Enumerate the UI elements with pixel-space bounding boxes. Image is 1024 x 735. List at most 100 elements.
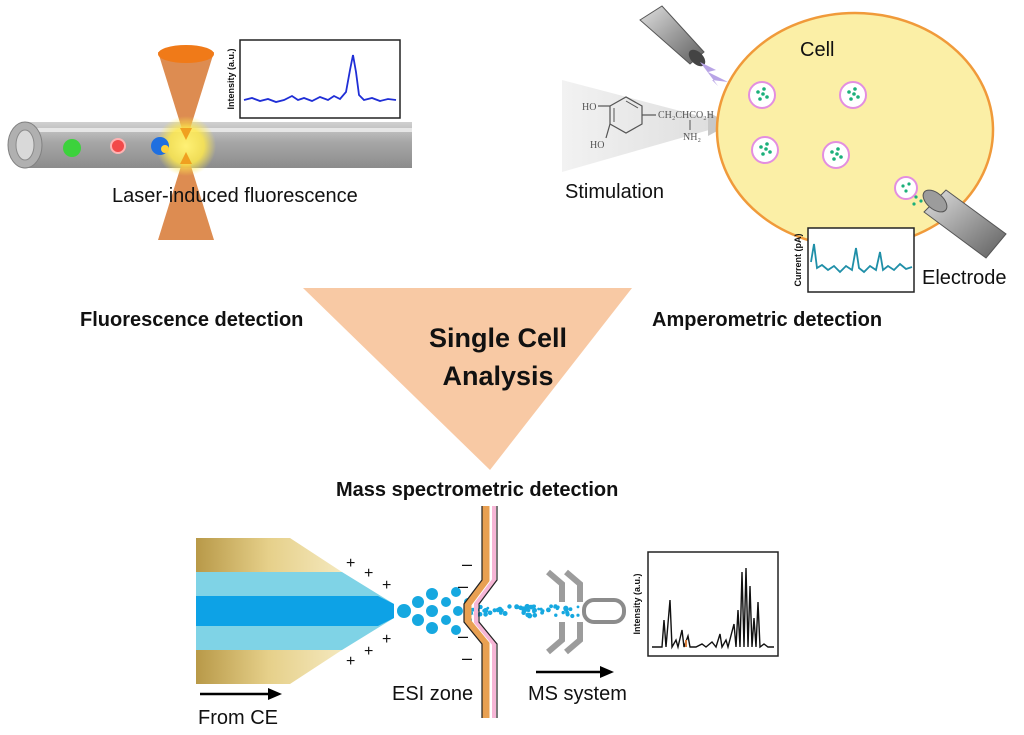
laser-focus-marker-2 [180, 152, 192, 164]
negative-charges: – – – – [458, 554, 472, 668]
amp-trace [810, 243, 913, 274]
molecule-ho-top: HO [582, 102, 596, 113]
spray-particle [479, 605, 483, 610]
minus-sign: – [462, 554, 472, 574]
ion-optic-upper [546, 569, 565, 602]
esi-plate-line-right [478, 506, 498, 718]
lif-plot-ylabel: Intensity (a.u.) [226, 48, 236, 109]
lif-plot-frame [239, 39, 401, 119]
plus-sign: + [364, 643, 373, 660]
center-title-line2: Analysis [442, 361, 553, 391]
spray-particle [531, 604, 536, 609]
spray-particle [514, 604, 520, 610]
mass-spec-panel: Mass spectrometric detection + + + + + + [196, 479, 779, 729]
dopa-molecule: HO HO CH₂CHCO₂H NH₂ [582, 96, 714, 151]
vesicle-exocytosis [894, 176, 918, 200]
stimulating-pipette [639, 5, 705, 65]
spray-particle [525, 612, 530, 618]
ms-system-label: MS system [528, 683, 627, 705]
molecule-ho-bottom: HO [590, 140, 604, 151]
stimulation-label: Stimulation [565, 181, 664, 203]
molecule-chain: CH₂CHCO₂H [658, 110, 714, 121]
spray-particle [568, 607, 573, 612]
spray-particle [561, 610, 565, 615]
spray-particle [487, 610, 493, 616]
lif-trace [243, 54, 397, 103]
amperometric-heading: Amperometric detection [652, 309, 882, 331]
spray-particles [468, 603, 602, 620]
spray-particle [482, 608, 487, 613]
lif-caption: Laser-induced fluorescence [112, 185, 358, 207]
spray-particle [554, 613, 558, 617]
capillary-tube-top-stripe [25, 128, 412, 132]
spray-particle [532, 607, 537, 613]
spray-particle [546, 607, 551, 613]
mass-spec-heading: Mass spectrometric detection [336, 479, 618, 501]
blue-cell-highlight [161, 145, 169, 153]
amp-plot-ylabel: Current (pA) [793, 234, 803, 287]
nozzle-gold-top [196, 538, 342, 572]
minus-sign: – [458, 576, 468, 596]
plus-sign: + [346, 653, 355, 670]
amp-plot-frame [807, 227, 915, 293]
nozzle-core-blue [196, 596, 394, 626]
ms-inlet-tube [582, 598, 626, 624]
esi-zone-label: ESI zone [392, 683, 473, 705]
spray-particle [486, 606, 490, 610]
from-ce-arrowhead [268, 688, 282, 700]
green-cell [63, 139, 81, 157]
laser-beam-top [158, 52, 214, 142]
nozzle-gold-bottom [196, 650, 342, 684]
spray-particle [497, 606, 503, 612]
minus-sign: – [462, 648, 472, 668]
laser-beam-top-cap [158, 45, 214, 63]
plus-sign: + [364, 565, 373, 582]
laser-beam-bottom [158, 150, 214, 240]
center-title-line1: Single Cell [429, 323, 567, 353]
spray-particle [539, 607, 543, 611]
esi-plate-line-left [463, 506, 483, 718]
spray-particle [576, 613, 580, 617]
spray-particle [502, 611, 508, 616]
spray-particle [524, 603, 530, 610]
vesicles [748, 81, 923, 206]
ms-system-arrowhead [600, 666, 614, 678]
ms-plot-ylabel: Intensity (a.u.) [632, 573, 642, 634]
esi-plate-inner [474, 506, 496, 718]
spray-particle [507, 604, 512, 609]
from-ce-label: From CE [198, 707, 278, 729]
spray-particle [532, 613, 538, 618]
ion-optic-lower [546, 622, 565, 655]
plus-sign: + [346, 555, 355, 572]
esi-plate-outer [464, 506, 490, 718]
laser-focus-marker [180, 128, 192, 140]
positive-charges: + + + + + + [346, 555, 391, 670]
minus-sign: – [458, 626, 468, 646]
fluorescence-panel: Intensity (a.u.) Laser-induced fluoresce… [7, 39, 412, 331]
red-cell [110, 138, 126, 154]
spray-particle [565, 612, 570, 617]
spray-particle [576, 605, 580, 609]
plus-sign: + [382, 577, 391, 594]
stimulation-wedge [562, 80, 730, 172]
spray-particle [556, 605, 560, 609]
plus-sign: + [382, 631, 391, 648]
ion-optic-lower-2 [564, 622, 583, 655]
stimulating-pipette-tip [688, 49, 706, 67]
spray-particle [518, 605, 523, 611]
spray-particle [521, 608, 527, 614]
central-triangle [303, 288, 632, 470]
molecule-amine: NH₂ [683, 132, 701, 143]
cell-label: Cell [800, 39, 834, 61]
electrode-label: Electrode [922, 267, 1007, 289]
spray-particle [499, 611, 503, 615]
fluorescence-glow [156, 116, 216, 176]
amperometric-panel: Cell Electrode Current (p [562, 5, 1007, 331]
spray-particle [553, 605, 557, 609]
spray-particle [540, 610, 544, 615]
spray-particle [570, 613, 575, 619]
fluorescence-heading: Fluorescence detection [80, 309, 303, 331]
ion-optic-upper-2 [564, 569, 583, 602]
ms-spectrum-trace [652, 567, 774, 650]
